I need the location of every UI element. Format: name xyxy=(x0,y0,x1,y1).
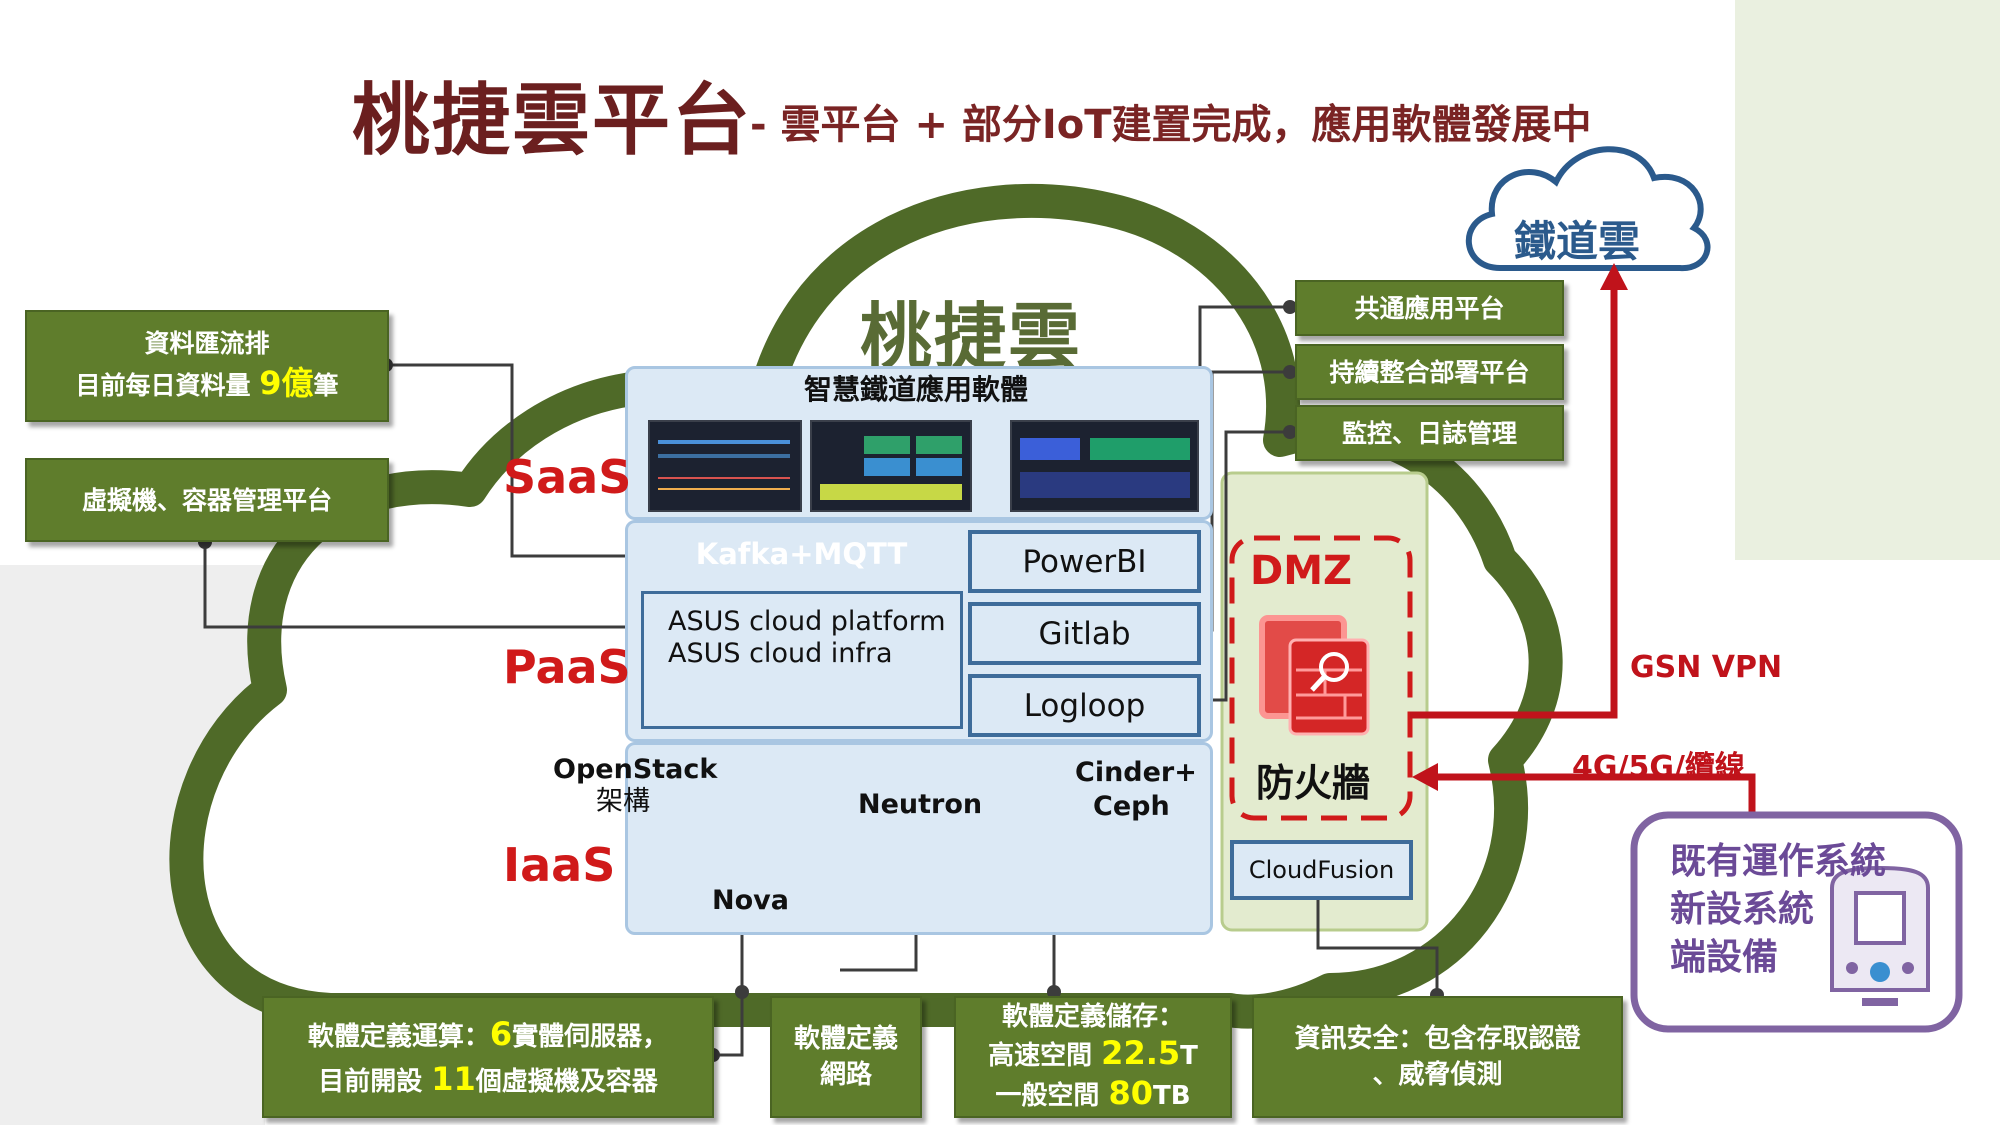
dmz-label: DMZ xyxy=(1250,548,1353,594)
network-line-1: 軟體定義 xyxy=(793,1023,898,1054)
kafka-mqtt-label: Kafka+MQTT xyxy=(695,537,908,571)
security-callout: 資訊安全：包含存取認證 、威脅偵測 xyxy=(1252,996,1623,1118)
red-links xyxy=(1410,282,1756,812)
vm-container-callout: 虛擬機、容器管理平台 xyxy=(25,458,389,542)
train-icon xyxy=(1830,865,1930,1006)
gsn-vpn-label: GSN VPN xyxy=(1630,650,1783,685)
compute-vms: 11 xyxy=(431,1060,476,1098)
data-volume-value: 9億 xyxy=(259,364,314,403)
rail-cloud-shape xyxy=(1465,146,1711,272)
data-volume-suffix: 筆 xyxy=(313,371,339,401)
ceph-label: Ceph xyxy=(1093,791,1170,822)
firewall-label: 防火牆 xyxy=(1256,761,1371,805)
asus-cloud-infra: ASUS cloud infra xyxy=(668,638,893,669)
compute-servers: 6 xyxy=(489,1015,513,1054)
dashboard-screenshot-2 xyxy=(810,420,972,512)
compute-line2-prefix: 目前開設 xyxy=(318,1067,432,1097)
logloop-box: Logloop xyxy=(968,674,1201,737)
link-type-label: 4G/5G/纜線 xyxy=(1572,750,1745,785)
saas-panel-title: 智慧鐵道應用軟體 xyxy=(803,373,1028,406)
cloudfusion-box: CloudFusion xyxy=(1230,840,1413,900)
common-app-platform-callout: 共通應用平台 xyxy=(1295,280,1564,336)
openstack-sub-label: 架構 xyxy=(596,786,650,817)
iaas-label: IaaS xyxy=(503,838,616,892)
cinder-label: Cinder+ xyxy=(1075,757,1197,788)
dashboard-screenshot-1 xyxy=(648,420,802,512)
compute-line-1: 軟體定義運算：6實體伺服器， xyxy=(308,1012,668,1057)
page-subtitle: - 雲平台 + 部分IoT建置完成，應用軟體發展中 xyxy=(750,102,1592,148)
storage-callout: 軟體定義儲存： 高速空間 22.5T 一般空間 80TB xyxy=(954,996,1232,1118)
saas-label: SaaS xyxy=(503,450,632,504)
dashboard-screenshot-3 xyxy=(1010,420,1199,512)
page-title: 桃捷雲平台 xyxy=(352,76,753,166)
storage-title: 軟體定義儲存： xyxy=(1001,1001,1184,1032)
compute-line2-suffix: 個虛擬機及容器 xyxy=(475,1067,658,1097)
data-volume-prefix: 目前每日資料量 xyxy=(75,371,260,401)
firewall-icon xyxy=(1259,615,1370,736)
paas-label: PaaS xyxy=(503,640,631,694)
storage-fast-label: 高速空間 xyxy=(988,1041,1102,1072)
storage-normal-unit: TB xyxy=(1153,1081,1191,1112)
powerbi-box: PowerBI xyxy=(968,530,1201,593)
rail-cloud-label: 鐵道雲 xyxy=(1514,217,1641,266)
iaas-panel xyxy=(625,742,1213,935)
monitoring-logging-callout: 監控、日誌管理 xyxy=(1295,405,1564,461)
nova-label: Nova xyxy=(712,885,789,916)
ci-cd-platform-callout: 持續整合部署平台 xyxy=(1295,344,1564,400)
data-bus-callout: 資料匯流排 目前每日資料量 9億筆 xyxy=(25,310,389,422)
storage-fast-line: 高速空間 22.5T xyxy=(988,1033,1198,1073)
storage-fast-unit: T xyxy=(1180,1041,1198,1072)
dmz-dashed-border xyxy=(1229,535,1413,821)
asus-cloud-platform: ASUS cloud platform xyxy=(668,606,946,637)
systems-line-2: 新設系統 xyxy=(1670,889,1815,930)
compute-mid: 實體伺服器， xyxy=(512,1022,669,1053)
storage-fast-value: 22.5 xyxy=(1101,1034,1181,1073)
openstack-label: OpenStack xyxy=(553,754,718,785)
cloud-title: 桃捷雲 xyxy=(860,295,1083,379)
background-panel-right xyxy=(1735,0,2000,560)
compute-prefix: 軟體定義運算： xyxy=(307,1022,490,1053)
link-arrowhead xyxy=(1412,763,1438,791)
data-bus-title: 資料匯流排 xyxy=(144,329,270,359)
compute-line-2: 目前開設 11個虛擬機及容器 xyxy=(318,1057,658,1102)
systems-line-3: 端設備 xyxy=(1670,937,1779,978)
compute-callout: 軟體定義運算：6實體伺服器， 目前開設 11個虛擬機及容器 xyxy=(262,996,714,1118)
storage-normal-value: 80 xyxy=(1108,1074,1154,1113)
data-volume-line: 目前每日資料量 9億筆 xyxy=(75,361,338,406)
asus-cloud-box: ASUS cloud platform ASUS cloud infra xyxy=(641,591,963,729)
security-line-2: 、威脅偵測 xyxy=(1372,1060,1503,1090)
gsn-arrowhead xyxy=(1600,263,1628,290)
neutron-label: Neutron xyxy=(858,789,983,820)
systems-line-1: 既有運作系統 xyxy=(1670,841,1887,882)
storage-normal-label: 一般空間 xyxy=(995,1081,1109,1112)
storage-normal-line: 一般空間 80TB xyxy=(995,1073,1190,1113)
network-callout: 軟體定義 網路 xyxy=(770,996,922,1118)
network-line-2: 網路 xyxy=(819,1060,872,1090)
security-line-1: 資訊安全：包含存取認證 xyxy=(1294,1023,1581,1054)
gitlab-box: Gitlab xyxy=(968,602,1201,665)
